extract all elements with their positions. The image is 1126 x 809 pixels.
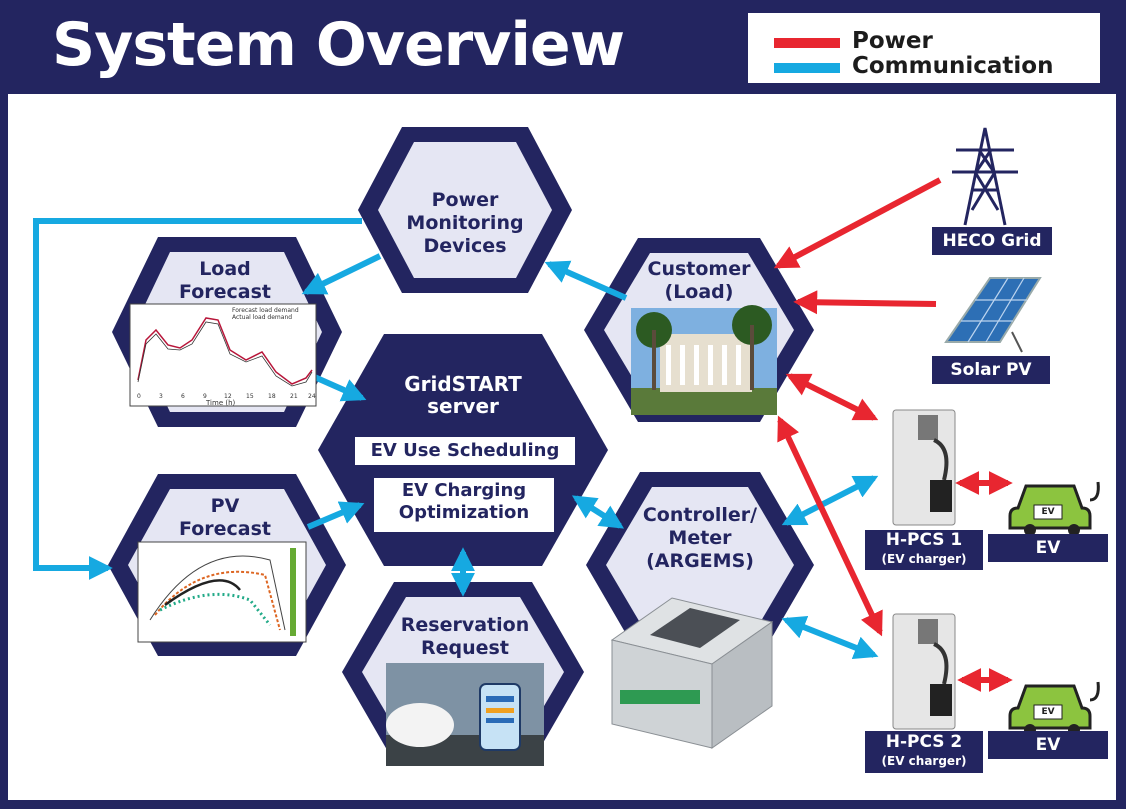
controller-meter-label: Controller/ Meter (ARGEMS) [642, 504, 758, 572]
load-chart-tick: 12 [224, 393, 232, 400]
hexagon-power-monitoring [358, 127, 572, 293]
hpcs-2-label: H-PCS 2 [885, 732, 963, 752]
load-chart-tick: 0 [137, 393, 141, 400]
load-forecast-label: Load Forecast [179, 258, 271, 303]
load-chart-legend: Forecast load demand Actual load demand [232, 307, 299, 321]
transmission-tower-icon [952, 127, 1018, 226]
reservation-request-label: Reservation Request [400, 614, 530, 659]
power-legend-swatch [774, 38, 840, 48]
ev-charger-2-icon [892, 613, 956, 730]
ev-use-scheduling-box: EV Use Scheduling [355, 437, 575, 465]
reservation-app-photo [386, 663, 544, 766]
hpcs-1-label-box: H-PCS 1 (EV charger) [865, 530, 983, 570]
load-chart-x-ticks: 0 3 6 9 12 15 18 21 24 [137, 393, 316, 400]
power-legend-label: Power [852, 28, 933, 54]
hpcs-2-sublabel: (EV charger) [881, 754, 967, 768]
load-chart-tick: 24 [308, 393, 316, 400]
load-chart-xlabel: Time (h) [205, 399, 236, 407]
campus-building-photo [631, 305, 777, 415]
legend: Power Communication [748, 13, 1100, 83]
hexagon-controller [586, 472, 814, 658]
controller-device-photo [610, 597, 774, 749]
heco-grid-label: HECO Grid [932, 227, 1052, 255]
communication-legend-swatch [774, 63, 840, 73]
load-chart-tick: 15 [246, 393, 254, 400]
customer-label: Customer (Load) [647, 258, 751, 303]
car-2-badge: EV [1041, 707, 1055, 717]
pv-forecast-chart [137, 541, 307, 643]
page-title: System Overview [52, 10, 625, 80]
load-chart-tick: 9 [203, 393, 207, 400]
power-links [773, 177, 1013, 692]
ev-charging-optimization-box: EV Charging Optimization [374, 478, 554, 532]
communication-legend-label: Communication [852, 53, 1054, 79]
ev-1-label: EV [988, 534, 1108, 562]
load-chart-tick: 6 [181, 393, 185, 400]
electric-car-1-icon [1008, 481, 1100, 536]
ev-charger-1-icon [892, 409, 956, 526]
server-label: GridSTART server [404, 372, 522, 418]
load-chart-tick: 3 [159, 393, 163, 400]
solar-panel-icon [944, 277, 1042, 353]
solar-pv-label: Solar PV [932, 356, 1050, 384]
load-chart-legend-forecast: Forecast load demand [232, 307, 299, 314]
car-1-badge: EV [1041, 507, 1055, 517]
load-chart-tick: 21 [290, 393, 298, 400]
hpcs-1-sublabel: (EV charger) [881, 552, 967, 566]
ev-2-label: EV [988, 731, 1108, 759]
hpcs-1-label: H-PCS 1 [885, 530, 963, 550]
load-forecast-chart: Forecast load demand Actual load demand … [129, 303, 317, 407]
pv-forecast-label: PV Forecast [179, 495, 271, 540]
hpcs-2-label-box: H-PCS 2 (EV charger) [865, 731, 983, 773]
load-chart-legend-actual: Actual load demand [232, 314, 292, 321]
electric-car-2-icon [1008, 681, 1100, 736]
power-monitoring-label: Power Monitoring Devices [406, 189, 524, 257]
load-chart-tick: 18 [268, 393, 276, 400]
